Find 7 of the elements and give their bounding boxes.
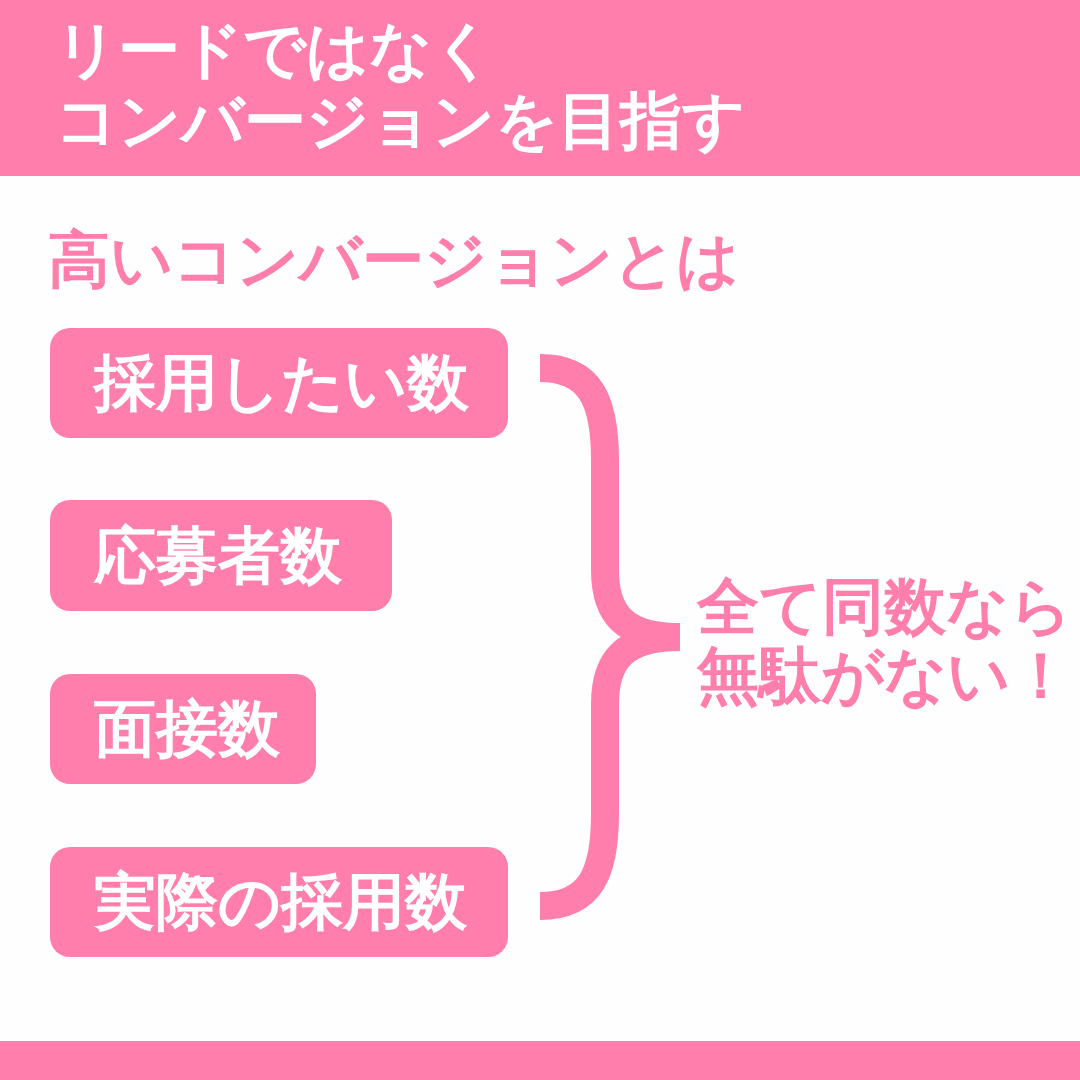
metric-box: 面接数	[50, 674, 316, 784]
metric-box: 応募者数	[50, 500, 392, 611]
metric-box: 実際の採用数	[50, 847, 508, 957]
metric-box: 採用したい数	[50, 328, 508, 438]
section-heading: 高いコンバージョンとは	[48, 225, 740, 295]
title: リードではなくコンバージョンを目指す	[55, 14, 745, 156]
conclusion-text: 全て同数なら無駄がない！	[697, 572, 1073, 710]
